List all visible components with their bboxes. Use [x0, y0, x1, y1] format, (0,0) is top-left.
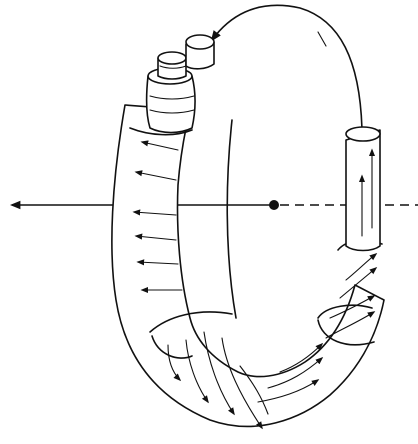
tube-core-right: [346, 127, 380, 251]
shell-middle-rim: [158, 52, 186, 64]
field-loop-break: [318, 32, 326, 46]
center-point: [269, 200, 279, 210]
core-right-body: [346, 130, 380, 251]
field-loop: [212, 5, 362, 318]
field-loop-upper: [212, 5, 362, 130]
field-loop-inner: [227, 120, 236, 318]
core-right-rim: [346, 127, 380, 141]
tube-outline: [112, 105, 384, 426]
shell-inner-rim: [186, 35, 214, 49]
tube-shells-left: [147, 35, 214, 133]
right-arrow-7: [346, 254, 376, 280]
tube-body: [112, 105, 384, 426]
